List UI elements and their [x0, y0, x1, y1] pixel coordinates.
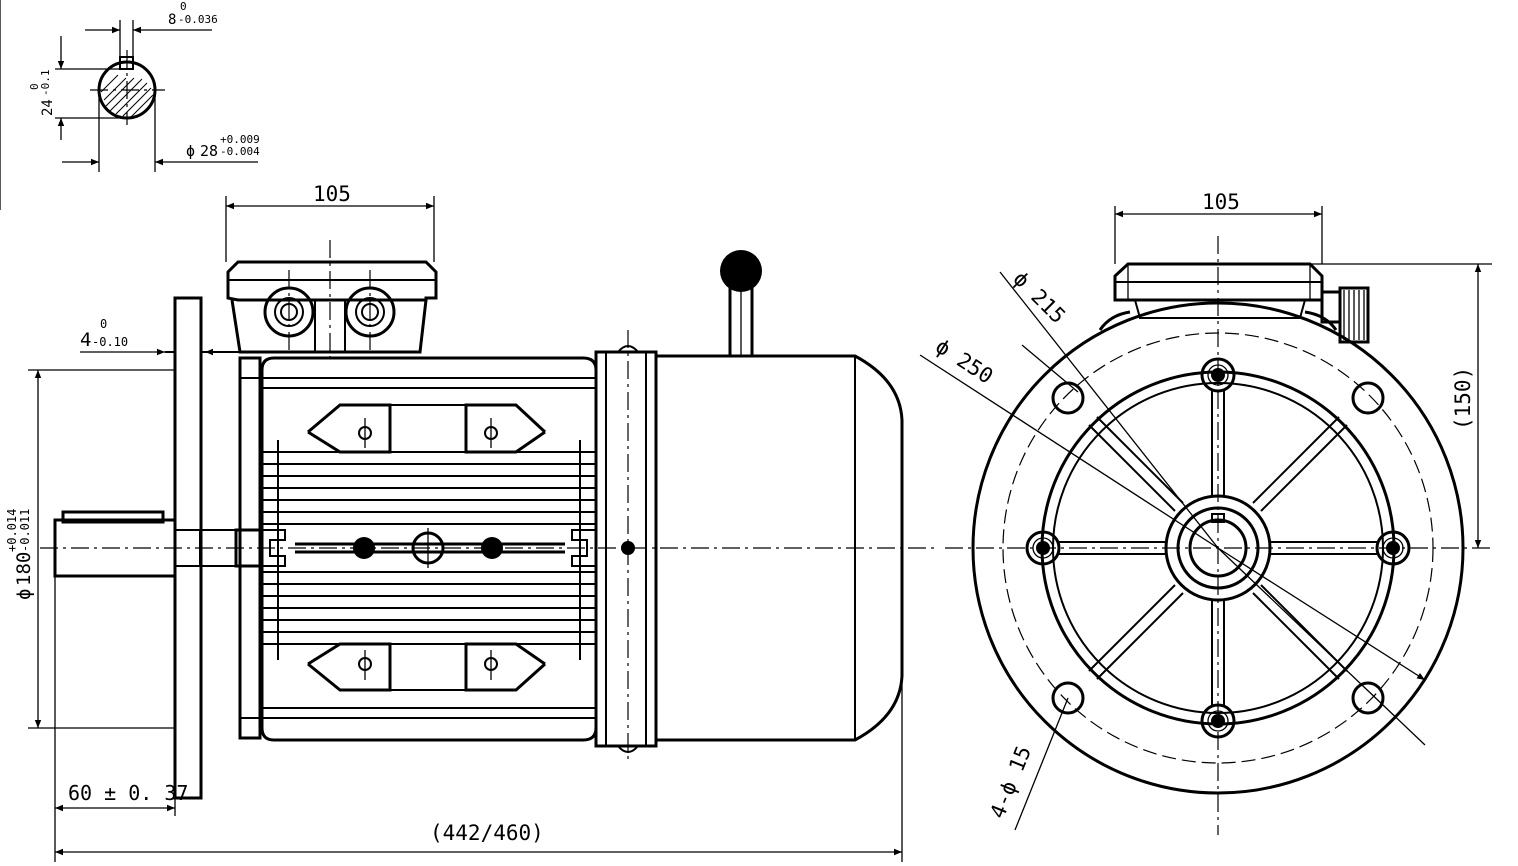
end-flange-outer: [971, 301, 1465, 795]
flange-thickness-lower: -0.10: [92, 335, 128, 349]
flange-diameter-label: ϕ 250: [931, 334, 997, 389]
hub-outer: [1164, 494, 1272, 602]
flange-collar: [238, 356, 262, 740]
cable-gland: [1320, 286, 1370, 344]
key-width-upper: 0: [180, 0, 187, 13]
flange-thickness-value: 4: [80, 329, 91, 351]
side-dimensions: 105 4 0 -0.10 ϕ 180 +0.014 -0.011 60 ± 0…: [5, 182, 903, 862]
shaft-length-label: 60 ± 0. 37: [68, 781, 188, 805]
holes-label: 4-ϕ 15: [985, 743, 1036, 822]
pcd-label: ϕ 215: [1008, 267, 1070, 329]
spigot-upper: +0.014: [5, 509, 19, 552]
diameter-value: 28: [200, 142, 218, 160]
shaft: [53, 510, 264, 578]
side-view: 105 4 0 -0.10 ϕ 180 +0.014 -0.011 60 ± 0…: [5, 182, 935, 862]
spokes: [1059, 391, 1377, 705]
key-depth-value: 24: [40, 99, 56, 116]
diameter-symbol: ϕ: [186, 142, 195, 160]
pcd-circle: [1002, 332, 1434, 764]
terminal-box: [226, 240, 438, 358]
flange-thickness-upper: 0: [100, 317, 107, 331]
holes-leader: [1014, 697, 1069, 831]
key-depth-lower: -0.1: [39, 70, 52, 97]
diameter-upper: +0.009: [220, 133, 260, 146]
end-view: 105 (150) ϕ 215 ϕ 250 4-ϕ 15: [919, 190, 1492, 835]
end-box-width-label: 105: [1202, 190, 1240, 214]
shaft-hatch: [100, 74, 154, 118]
mounting-flange: [173, 296, 203, 800]
brake-release-lever: [720, 250, 762, 358]
motor-body: [260, 356, 598, 742]
box-width-label: 105: [313, 182, 351, 206]
end-shaft: [1188, 518, 1248, 578]
box-height-label: (150): [1451, 367, 1475, 430]
overall-length-label: (442/460): [430, 821, 544, 845]
key-width-lower: -0.036: [178, 13, 218, 26]
key-width-value: 8: [168, 12, 176, 28]
spigot-symbol: ϕ: [13, 589, 35, 600]
shaft-section-view: 8 0 -0.036 24 0 -0.1 ϕ 28 +0.009 -0.004: [0, 0, 260, 210]
spigot-lower: -0.011: [18, 509, 32, 552]
key-depth-upper: 0: [28, 83, 41, 90]
spigot-value: 180: [13, 552, 35, 586]
brake-section: [594, 330, 658, 760]
bosses: [1025, 357, 1411, 739]
diameter-lower: -0.004: [220, 145, 260, 158]
pcd-leader: [999, 271, 1219, 549]
